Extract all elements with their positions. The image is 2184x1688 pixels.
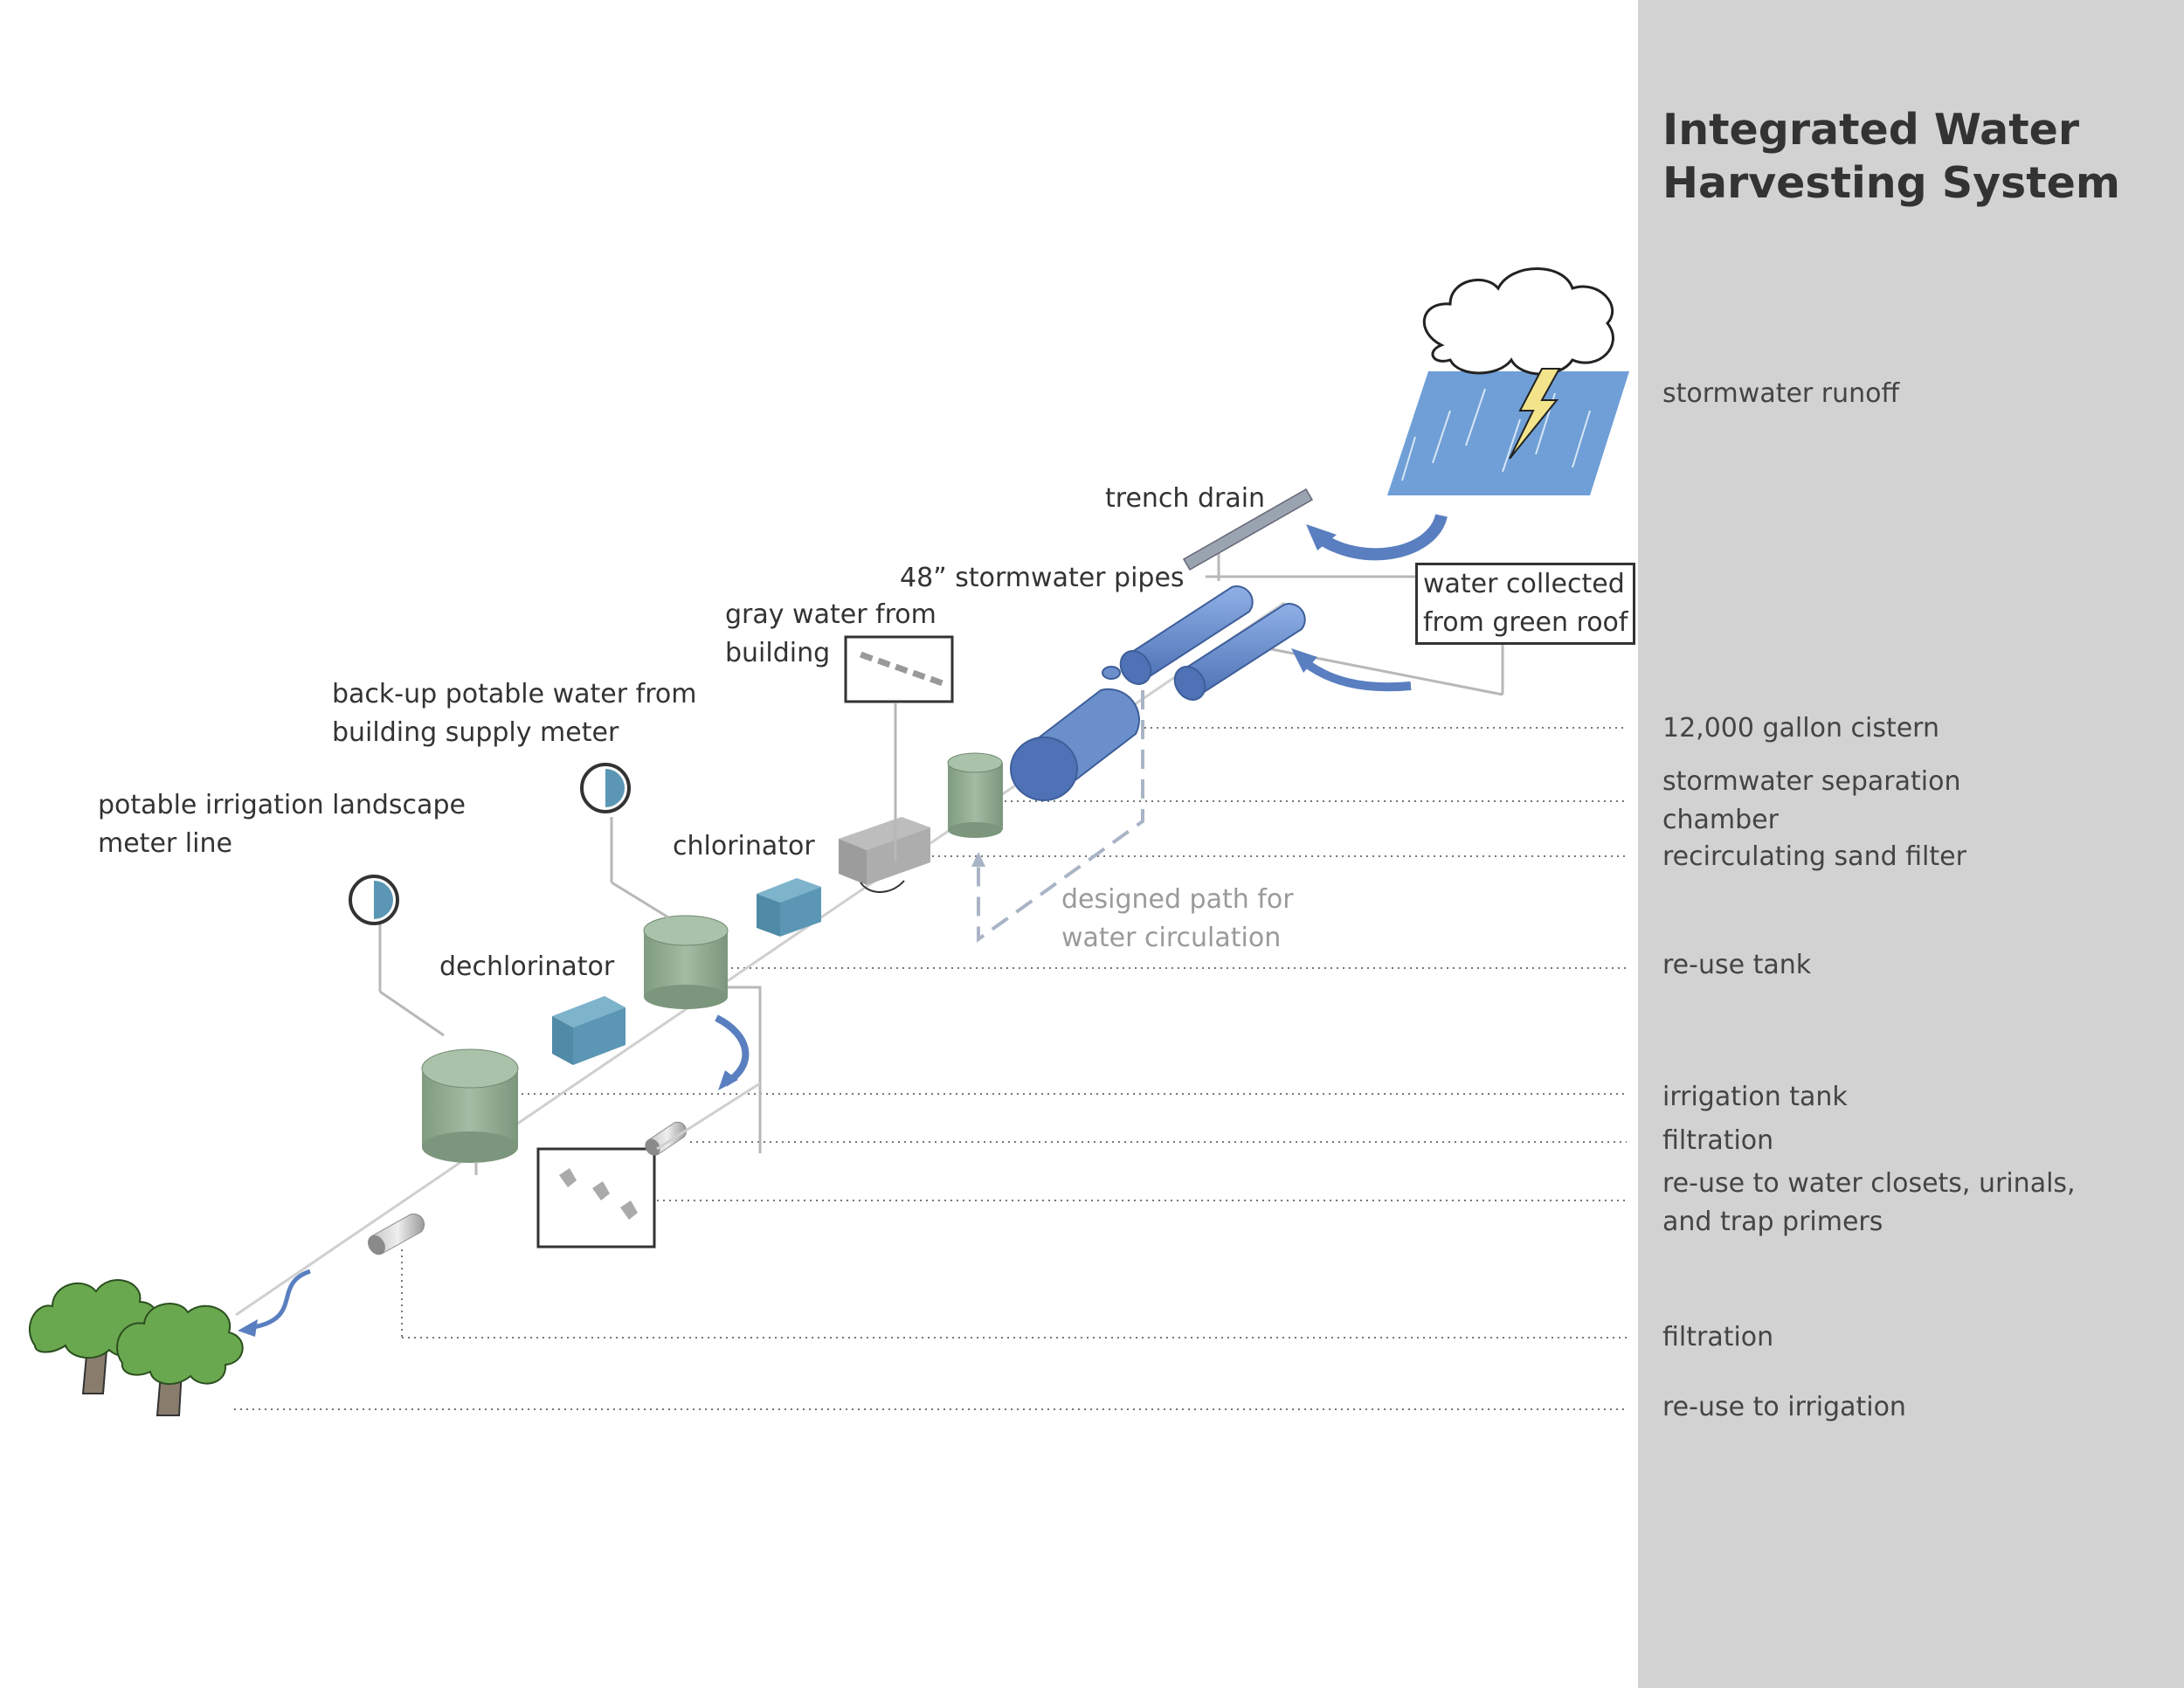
filtration-lower-icon	[368, 1213, 425, 1256]
chlorinator-icon	[757, 878, 821, 937]
label-potable-irrigation: potable irrigation landscape meter line	[98, 790, 466, 859]
reuse-arrow	[715, 1014, 750, 1087]
designed-path-arrowhead	[971, 852, 985, 867]
label-designed-path: designed path for water circulation	[1061, 884, 1294, 953]
green-roof-arrow	[1298, 656, 1412, 692]
tree-icon-second	[116, 1303, 244, 1416]
leader-lines	[234, 727, 1627, 1410]
label-irrigation-tank: irrigation tank	[1662, 1082, 1848, 1112]
runoff-arrow	[1315, 513, 1448, 561]
trench-drain-icon	[1182, 488, 1314, 571]
meter-gauge-icon-lower	[349, 875, 399, 925]
label-reuse-tank: re-use tank	[1662, 950, 1812, 980]
cloud-icon	[1422, 267, 1614, 376]
diagram-title: Integrated Water Harvesting System	[1662, 105, 2120, 208]
rain-area	[1387, 371, 1629, 495]
label-dechlorinator: dechlorinator	[439, 951, 615, 982]
designed-path-dashed	[977, 690, 1144, 943]
label-reuse-closets: re-use to water closets, urinals, and tr…	[1662, 1168, 2076, 1237]
label-chlorinator: chlorinator	[673, 831, 815, 861]
label-stormwater-runoff: stormwater runoff	[1662, 378, 1900, 409]
green-roof-arrowhead	[1291, 648, 1317, 673]
reuse-tank-icon	[643, 915, 729, 1009]
legend-sidebar	[1638, 0, 2184, 1688]
irrigation-arrow	[248, 1269, 311, 1331]
sand-filter-loop-arrow	[860, 880, 905, 893]
separation-chamber-icon	[947, 752, 1003, 838]
irrigation-tank-icon	[421, 1048, 519, 1163]
label-reuse-irrigation: re-use to irrigation	[1662, 1392, 1906, 1422]
label-stormwater-pipes: 48” stormwater pipes	[900, 563, 1185, 593]
label-backup-potable: back-up potable water from building supp…	[332, 679, 697, 748]
label-separation-chamber: stormwater separation chamber	[1662, 766, 1961, 835]
cistern-icon	[1010, 666, 1140, 801]
meter-gauge-icon-upper	[580, 763, 631, 813]
storm-icon	[1387, 267, 1629, 495]
label-trench-drain: trench drain	[1105, 483, 1266, 514]
lightning-bolt-icon	[1509, 368, 1561, 460]
runoff-arrowhead	[1306, 524, 1337, 550]
label-green-roof: water collected from green roof	[1415, 563, 1636, 645]
stormwater-pipes-icon	[1119, 585, 1306, 701]
sand-filter-icon	[839, 817, 930, 885]
fixtures-icons	[559, 1168, 638, 1220]
label-filtration-lower: filtration	[1662, 1322, 1774, 1352]
label-cistern: 12,000 gallon cistern	[1662, 713, 1940, 744]
filtration-upper-icon	[645, 1121, 688, 1156]
gray-water-fixtures-icon	[860, 651, 943, 687]
fixtures-box	[536, 1147, 656, 1249]
label-gray-water: gray water from building	[725, 599, 936, 668]
dechlorinator-icon	[552, 996, 625, 1065]
label-filtration-upper: filtration	[1662, 1125, 1774, 1156]
label-sand-filter: recirculating sand filter	[1662, 841, 1966, 872]
